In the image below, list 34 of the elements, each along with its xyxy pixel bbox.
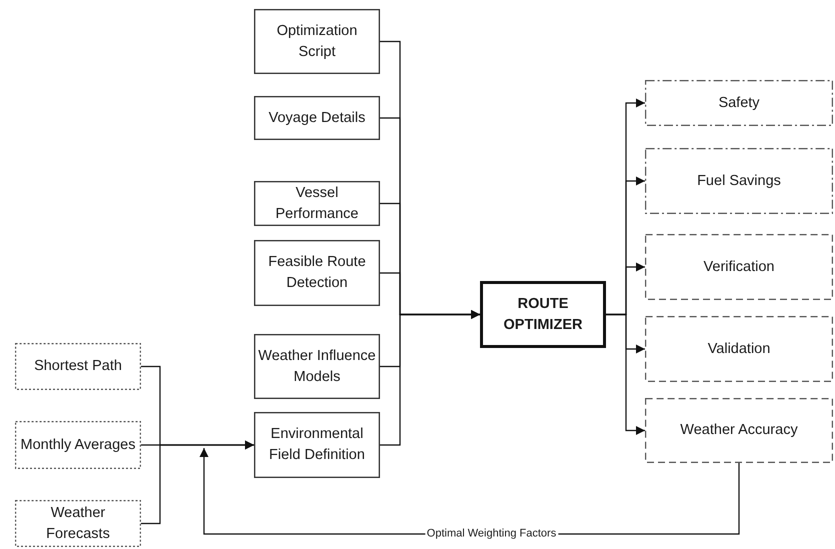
node-label: Environmental Field Definition: [268, 425, 366, 465]
node-label: Vessel Performance: [274, 184, 360, 224]
optimizer-box: [480, 281, 606, 348]
output-box: [645, 316, 833, 382]
output-box: [645, 80, 833, 126]
node-label: Safety: [718, 94, 760, 112]
connector-arrow: [141, 440, 254, 524]
connector-arrow: [380, 310, 480, 446]
input-box: [15, 500, 141, 547]
output-box: [645, 398, 833, 463]
process-box: [254, 9, 380, 74]
node-label: Weather Influence Models: [258, 346, 376, 386]
node-label: Optimization Script: [276, 22, 358, 62]
node-label: Weather Accuracy: [680, 421, 798, 440]
connector-arrow: [606, 314, 645, 435]
input-box: [15, 421, 141, 469]
process-box: [254, 334, 380, 399]
process-box: [254, 181, 380, 226]
node-label: Monthly Averages: [20, 436, 136, 454]
input-box: [15, 343, 141, 390]
output-box: [645, 148, 833, 214]
process-box: [254, 240, 380, 306]
node-label: ROUTE OPTIMIZER: [502, 294, 584, 334]
node-label: Verification: [704, 258, 774, 276]
process-box: [254, 412, 380, 478]
node-label: Weather Forecasts: [45, 504, 111, 544]
node-label: Voyage Details: [268, 108, 366, 128]
process-box: [254, 96, 380, 140]
node-label: Fuel Savings: [697, 172, 781, 190]
node-label: Validation: [708, 340, 770, 358]
edge-label: Optimal Weighting Factors: [424, 528, 558, 540]
node-label: Shortest Path: [34, 357, 122, 376]
output-box: [645, 234, 833, 300]
node-label: Feasible Route Detection: [267, 253, 367, 293]
